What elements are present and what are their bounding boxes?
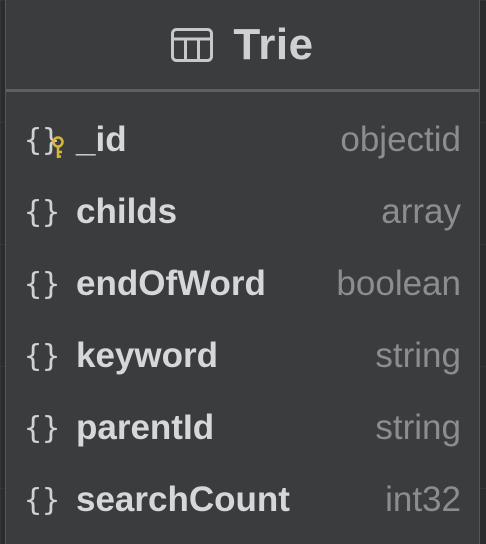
field-type: objectid	[340, 120, 461, 159]
svg-text:{}: {}	[24, 267, 60, 302]
field-row-keyword[interactable]: {} keyword string	[6, 320, 479, 392]
field-row-parentid[interactable]: {} parentId string	[6, 392, 479, 464]
object-braces-icon: {}	[24, 336, 76, 376]
field-list: {} _id objectid	[6, 92, 479, 536]
field-type: string	[375, 408, 461, 447]
field-name: childs	[76, 192, 178, 231]
field-row-id[interactable]: {} _id objectid	[6, 104, 479, 176]
field-row-searchcount[interactable]: {} searchCount int32	[6, 464, 479, 536]
field-name: parentId	[76, 408, 215, 447]
field-type: boolean	[336, 264, 461, 303]
table-icon	[171, 27, 214, 62]
field-type: array	[381, 192, 461, 231]
svg-text:{}: {}	[24, 339, 60, 374]
field-type: string	[375, 336, 461, 375]
field-name: keyword	[76, 336, 218, 375]
svg-text:{}: {}	[24, 195, 60, 230]
object-braces-icon: {}	[24, 120, 76, 160]
object-braces-icon: {}	[24, 480, 76, 520]
table-header[interactable]: Trie	[6, 0, 479, 92]
field-name: endOfWord	[76, 264, 266, 303]
object-braces-icon: {}	[24, 408, 76, 448]
object-braces-icon: {}	[24, 192, 76, 232]
svg-text:{}: {}	[24, 411, 60, 446]
field-name: searchCount	[76, 480, 290, 519]
table-node-trie[interactable]: Trie {} _id	[5, 0, 480, 544]
object-braces-icon: {}	[24, 264, 76, 304]
field-row-childs[interactable]: {} childs array	[6, 176, 479, 248]
svg-text:{}: {}	[24, 483, 60, 518]
table-title: Trie	[233, 19, 314, 69]
primary-key-icon	[50, 136, 66, 160]
field-row-endofword[interactable]: {} endOfWord boolean	[6, 248, 479, 320]
field-name: _id	[76, 120, 127, 159]
field-type: int32	[385, 480, 461, 519]
